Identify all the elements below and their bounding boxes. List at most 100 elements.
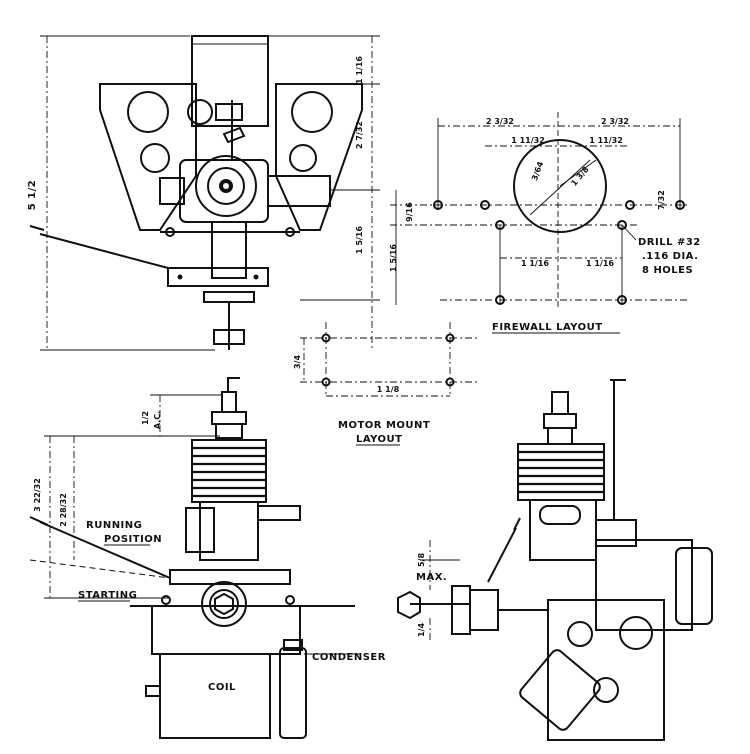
drill-leader [621, 224, 637, 241]
fw-lower-span-label: 1 5/16 [389, 244, 398, 272]
cylinder-fins [191, 439, 267, 503]
drill-note-line1: DRILL #32 [638, 237, 701, 248]
timer-lever [222, 126, 246, 144]
intake-hole [619, 616, 653, 650]
fw-inner-right-label: 1 11/32 [589, 136, 623, 145]
needle-block [595, 519, 637, 547]
mm-hole [445, 333, 455, 343]
condenser-label: CONDENSER [312, 652, 386, 663]
coil-terminal [145, 685, 161, 697]
timer-plate [167, 267, 269, 287]
mm-height-label: 3/4 [293, 355, 302, 369]
wing-hole [289, 144, 317, 172]
top-offset-label: 1 1/16 [355, 56, 364, 84]
shaft-offset-label: 1/4 [417, 623, 426, 637]
transfer-port [185, 507, 215, 553]
fuel-line [610, 379, 626, 520]
side-condenser-cap [593, 677, 619, 703]
timer-arm [39, 233, 200, 269]
fw-half-left-label: 2 3/32 [486, 117, 514, 126]
side-crankcase [529, 499, 597, 561]
top-view: 5 1/2 [27, 35, 380, 351]
lever-running [39, 521, 171, 579]
intake-box [595, 539, 693, 631]
mm-width-label: 1 1/8 [377, 385, 400, 394]
intake-flare [675, 547, 713, 625]
side-port [159, 177, 185, 205]
overall-height-label: 5 1/2 [27, 180, 38, 211]
mm-hole [445, 377, 455, 387]
plug-hex [543, 413, 577, 429]
drill-note-line3: 8 HOLES [642, 265, 693, 276]
mount-bolt [285, 595, 295, 605]
prop-nut [213, 329, 245, 345]
side-condenser [519, 649, 601, 731]
prop-washer [451, 585, 471, 635]
needle-body [215, 103, 243, 121]
prop-hub [469, 589, 499, 631]
firewall-layout-title: FIREWALL LAYOUT [492, 322, 603, 333]
cylinder-fins [517, 443, 605, 501]
side-condenser-body [519, 649, 601, 731]
arm-grip [29, 225, 45, 231]
crankcase-body [199, 501, 259, 561]
mount-bolt [165, 227, 175, 237]
motor-mount-title-2: LAYOUT [356, 434, 402, 445]
gear-outer [201, 581, 247, 627]
plug-hex [211, 411, 247, 425]
coil-label: COIL [208, 682, 236, 693]
plug-note-label: A.C. [153, 411, 162, 429]
front-view: 3 22/32 2 28/32 1/2 A.C. RUNNING [29, 377, 386, 739]
condenser-body [279, 647, 307, 739]
fw-inner-left-label: 1 11/32 [511, 136, 545, 145]
wing-hole [140, 143, 170, 173]
timer-rivet [177, 274, 183, 280]
thrust-washer [203, 291, 255, 303]
firewall-layout: 2 3/32 2 3/32 1 11/32 1 11/32 3/64 1 3/8… [389, 112, 701, 334]
exhaust-pipe [257, 505, 301, 521]
plug-terminal [227, 377, 240, 392]
motor-mount-title-1: MOTOR MOUNT [338, 420, 430, 431]
mm-hole [321, 333, 331, 343]
fw-hole [433, 200, 443, 210]
starting-label: STARTING [78, 590, 137, 601]
motor-mount-layout: 3/4 1 1/8 MOTOR MOUNT LAYOUT [293, 322, 480, 446]
wing-hole [291, 91, 333, 133]
running-label-2: POSITION [104, 534, 162, 545]
gear-nut [214, 592, 234, 616]
coil-box [159, 653, 271, 739]
fw-left-offset-label: 9/16 [405, 202, 414, 222]
timer-rivet [253, 274, 259, 280]
condenser-cap [283, 639, 303, 651]
prop-max-label: 5/8 [417, 553, 426, 567]
transfer-slot [539, 505, 581, 525]
drill-note-line2: .116 DIA. [642, 251, 698, 262]
lever-starting [29, 559, 171, 579]
plug-insulator [221, 391, 237, 413]
mount-span-label: 1 5/16 [355, 226, 364, 254]
side-total-label: 3 22/32 [33, 478, 42, 512]
needle-valve [187, 99, 213, 125]
head-inner [207, 167, 245, 205]
head-outline [195, 155, 257, 217]
prop-nut [397, 590, 421, 620]
mount-bolt [161, 595, 171, 605]
plug-insulator [551, 391, 569, 415]
lower-body [211, 221, 247, 279]
exhaust-stub [267, 175, 331, 207]
fw-circle-a-label: 3/64 [530, 160, 545, 182]
housing-hole [567, 621, 593, 647]
upper-span-label: 2 7/32 [355, 121, 364, 149]
side-lever-grip [513, 517, 521, 531]
side-body-label: 2 28/32 [59, 493, 68, 527]
running-label-1: RUNNING [86, 520, 142, 531]
left-mount-wing [99, 83, 197, 231]
side-lower-housing [547, 599, 665, 741]
side-lever [487, 527, 517, 583]
right-mount-wing [275, 83, 363, 231]
plug-height-label: 1/2 [141, 411, 150, 425]
intake-stack [191, 35, 269, 127]
lever-grip [29, 516, 49, 526]
